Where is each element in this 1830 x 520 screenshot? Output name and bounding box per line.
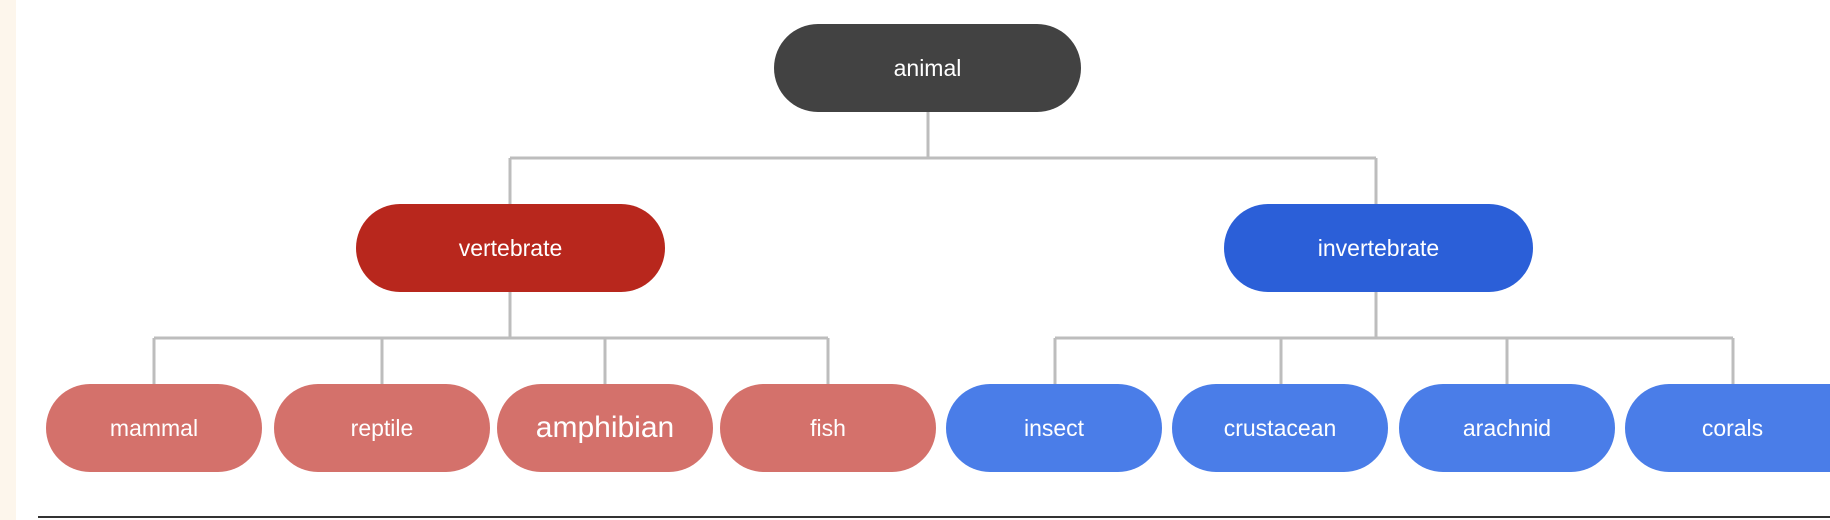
node-crustacean: crustacean — [1172, 384, 1388, 472]
node-vertebrate: vertebrate — [356, 204, 665, 292]
connector-root-to-branches — [508, 108, 1378, 210]
left-edge-strip — [0, 0, 16, 520]
node-arachnid: arachnid — [1399, 384, 1615, 472]
node-fish: fish — [720, 384, 936, 472]
bottom-divider — [38, 516, 1830, 518]
node-reptile: reptile — [274, 384, 490, 472]
connector-invertebrate-to-children — [1053, 290, 1735, 385]
connector-vertebrate-to-children — [152, 290, 830, 385]
node-mammal: mammal — [46, 384, 262, 472]
node-animal: animal — [774, 24, 1081, 112]
node-amphibian: amphibian — [497, 384, 713, 472]
node-invertebrate: invertebrate — [1224, 204, 1533, 292]
node-insect: insect — [946, 384, 1162, 472]
node-corals: corals — [1625, 384, 1830, 472]
